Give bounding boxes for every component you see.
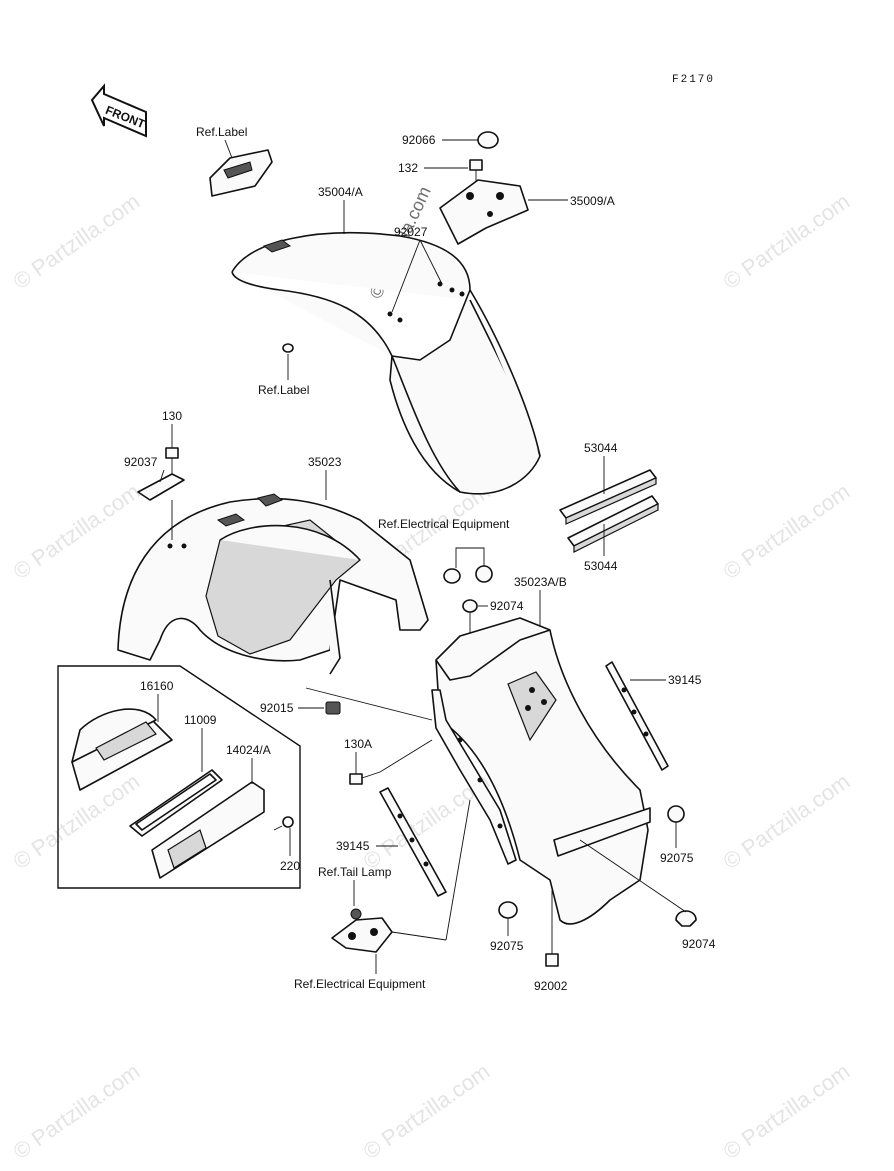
bolt-92002 [545, 890, 559, 967]
grommet-electrical [443, 568, 461, 584]
label-92074-bottom: 92074 [682, 937, 716, 951]
label-92075-left: 92075 [490, 939, 524, 953]
watermark: © Partzilla.com [9, 479, 145, 585]
lens-gasket-11009 [129, 769, 223, 837]
label-35023: 35023 [308, 455, 342, 469]
label-14024a: 14024/A [226, 743, 271, 757]
label-130a: 130A [344, 737, 372, 751]
strip-39145-left [379, 787, 447, 897]
grommet-92075-right [667, 805, 685, 823]
label-92002: 92002 [534, 979, 568, 993]
watermark: © Partzilla.com [9, 1059, 145, 1165]
clip-electrical [475, 565, 493, 583]
label-92015: 92015 [260, 701, 294, 715]
grommet-92075-left [498, 901, 518, 919]
rear-fender-35023 [117, 493, 429, 675]
label-16160: 16160 [140, 679, 174, 693]
label-ref-electrical-top: Ref.Electrical Equipment [378, 517, 510, 531]
front-fender-35004a [231, 232, 541, 495]
label-220: 220 [280, 859, 300, 873]
strip-39145-right [605, 661, 669, 771]
watermark: © Partzilla.com [719, 479, 855, 585]
lamp-housing-16160 [71, 708, 173, 791]
screw-220 [273, 816, 294, 831]
grommet-92074-bottom [675, 910, 697, 927]
label-35023ab: 35023A/B [514, 575, 567, 589]
label-39145-right: 39145 [668, 673, 702, 687]
grommet-92074-top [462, 599, 478, 613]
bracket-35009a [439, 179, 529, 245]
watermark: © Partzilla.com [719, 1059, 855, 1165]
label-92074-top: 92074 [490, 599, 524, 613]
damper-92015 [325, 701, 341, 715]
front-arrow-icon: FRONT [90, 83, 148, 138]
bolt-130 [165, 447, 179, 476]
bolt-130a [349, 771, 381, 785]
bracket-electrical-bottom [331, 917, 393, 953]
label-53044-bottom: 53044 [584, 559, 618, 573]
label-35004a: 35004/A [318, 185, 363, 199]
strip-53044-top [559, 469, 657, 525]
watermark: © Partzilla.com [9, 769, 145, 875]
cap-92066 [477, 131, 499, 149]
watermarks: © Partzilla.com © Partzilla.com © Partzi… [9, 183, 855, 1164]
label-132: 132 [398, 161, 418, 175]
label-92075-right: 92075 [660, 851, 694, 865]
nut-tail-lamp [350, 908, 362, 920]
watermark: © Partzilla.com [9, 189, 145, 295]
inset-frame [57, 665, 301, 889]
label-ref-tail-lamp: Ref.Tail Lamp [318, 865, 392, 879]
label-130: 130 [162, 409, 182, 423]
label-92027: 92027 [394, 225, 428, 239]
label-39145-left: 39145 [336, 839, 370, 853]
strip-53044-bottom [567, 495, 659, 553]
diagram-code: F2170 [672, 74, 715, 86]
watermark: © Partzilla.com [719, 769, 855, 875]
label-92037: 92037 [124, 455, 158, 469]
label-11009: 11009 [184, 713, 217, 727]
label-35009a: 35009/A [570, 194, 615, 208]
label-53044-top: 53044 [584, 441, 618, 455]
label-ref-label-top: Ref.Label [196, 125, 247, 139]
watermark: © Partzilla.com [359, 1059, 495, 1165]
bolt-132 [469, 159, 483, 182]
ref-label-badge [209, 149, 273, 197]
label-ref-label-mid: Ref.Label [258, 383, 309, 397]
lens-14024a [151, 781, 265, 879]
watermark: © Partzilla.com [719, 189, 855, 295]
label-92066: 92066 [402, 133, 436, 147]
ref-label-disc [282, 343, 294, 353]
label-ref-electrical-bottom: Ref.Electrical Equipment [294, 977, 426, 991]
rear-fender-35023ab [431, 617, 651, 925]
